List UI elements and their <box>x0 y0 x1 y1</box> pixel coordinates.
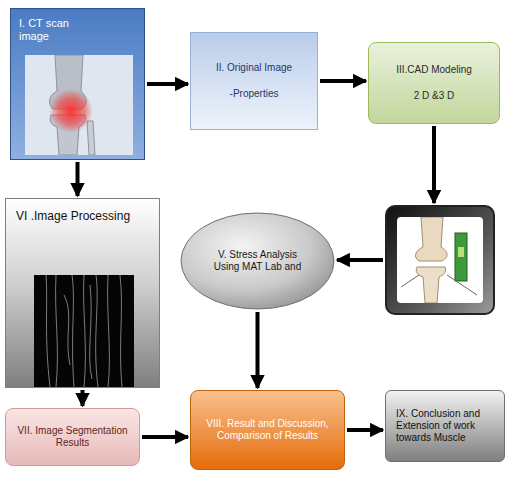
text-stack: V. Stress Analysis Using MAT Lab and <box>208 249 307 273</box>
node-text: 2 D &3 D <box>414 90 455 102</box>
process-box: VII. Image Segmentation Results <box>5 408 140 466</box>
flow-arrow <box>320 79 366 83</box>
node-text: VIII. Result and Discussion, Comparison … <box>203 418 332 442</box>
text-area: VI .Image Processing <box>6 199 159 387</box>
xray-ground <box>25 55 133 155</box>
node-text: I. CT scan image <box>19 17 99 43</box>
flow-arrow <box>81 390 85 406</box>
text-stack: VI .Image Processing <box>16 209 130 223</box>
process-box: IX. Conclusion and Extension of work tow… <box>385 390 505 462</box>
process-box: VI .Image Processing <box>5 198 160 388</box>
axis-line <box>401 275 419 287</box>
edge-lines <box>46 275 122 387</box>
axis-line <box>447 275 477 295</box>
flow-arrow <box>147 82 188 86</box>
tibia-model <box>416 267 445 303</box>
text-area: VII. Image Segmentation Results <box>6 409 139 465</box>
flow-arrow <box>256 312 260 388</box>
model-box <box>385 205 495 315</box>
text-stack: III.CAD Modeling 2 D &3 D <box>396 64 472 102</box>
text-area: III.CAD Modeling 2 D &3 D <box>369 43 499 123</box>
processed-image <box>34 275 134 387</box>
text-stack: VII. Image Segmentation Results <box>16 425 129 449</box>
text-stack: VIII. Result and Discussion, Comparison … <box>203 418 332 442</box>
text-stack: IX. Conclusion and Extension of work tow… <box>396 408 494 444</box>
text-area: I. CT scan image <box>11 9 144 159</box>
text-area: II. Original Image -Properties <box>191 33 317 129</box>
node-text: VI .Image Processing <box>16 209 130 223</box>
ellipse-shape <box>181 213 334 309</box>
flow-arrow <box>432 126 436 203</box>
node-text: IX. Conclusion and Extension of work tow… <box>396 408 494 444</box>
text-area: IX. Conclusion and Extension of work tow… <box>386 391 504 461</box>
node-text: III.CAD Modeling <box>396 64 472 76</box>
image-ground <box>34 275 134 387</box>
text-stack: I. CT scan image <box>19 17 99 43</box>
femur-model <box>416 217 447 261</box>
node-text: VII. Image Segmentation Results <box>16 425 129 449</box>
knee-model <box>397 217 483 303</box>
node-text: V. Stress Analysis Using MAT Lab and <box>208 249 307 273</box>
flow-arrow <box>337 258 383 262</box>
text-area <box>387 207 493 313</box>
xray-image <box>25 55 133 155</box>
stress-bar <box>455 233 467 281</box>
fibula <box>87 121 95 155</box>
ct-scan-box: I. CT scan image <box>10 8 145 160</box>
flow-arrow <box>76 162 80 196</box>
text-area: V. Stress Analysis Using MAT Lab and <box>180 212 335 310</box>
stress-bar-mark <box>458 247 464 257</box>
node-text: -Properties <box>230 88 279 100</box>
process-box: III.CAD Modeling 2 D &3 D <box>368 42 500 124</box>
node-text: II. Original Image <box>216 62 292 74</box>
process-box: II. Original Image -Properties <box>190 32 318 130</box>
pain-glow <box>49 89 93 133</box>
text-area: VIII. Result and Discussion, Comparison … <box>191 391 344 469</box>
result-box: VIII. Result and Discussion, Comparison … <box>190 390 345 470</box>
process-ellipse: V. Stress Analysis Using MAT Lab and <box>180 212 335 310</box>
text-stack: II. Original Image -Properties <box>216 62 292 100</box>
flow-arrow <box>347 428 383 432</box>
model-ground <box>397 217 483 303</box>
flow-arrow <box>142 435 188 439</box>
